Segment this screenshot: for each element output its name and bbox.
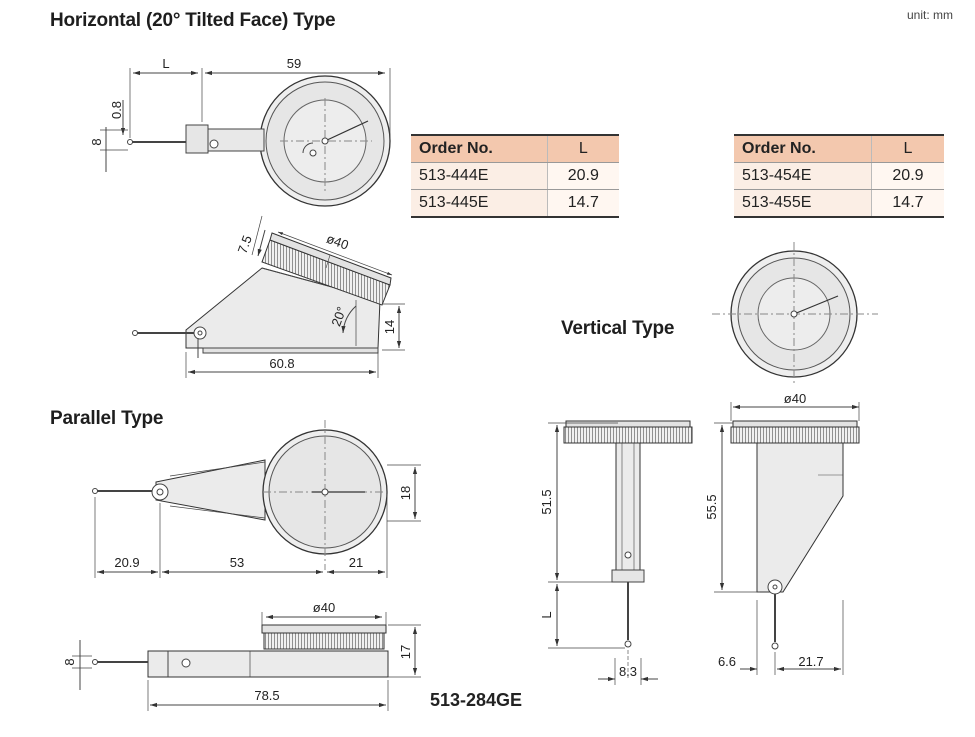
table-cell-l: 14.7	[871, 189, 944, 218]
dim-label-60-8: 60.8	[269, 356, 294, 371]
table-header-l: L	[547, 134, 619, 163]
table-cell-order-no: 513-444E	[411, 162, 548, 190]
dim-label-78-5: 78.5	[254, 688, 279, 703]
dim-label-17: 17	[398, 645, 413, 659]
table-row: 513-455E 14.7	[734, 189, 944, 218]
dim-label-55-5: 55.5	[704, 494, 719, 519]
vertical-side-view	[714, 402, 860, 675]
heading-vertical-type: Vertical Type	[561, 318, 675, 339]
dim-label-53: 53	[230, 555, 244, 570]
vertical-top-view	[712, 242, 878, 386]
table-header-order-no: Order No.	[411, 134, 548, 163]
dim-label-L-horizontal: L	[162, 56, 169, 71]
order-table-left: Order No. L 513-444E 20.9 513-445E 14.7	[411, 134, 619, 218]
dim-label-L-vertical: L	[539, 611, 554, 618]
parallel-side-view	[72, 612, 421, 711]
table-cell-order-no: 513-455E	[734, 189, 872, 218]
dim-label-8-parallel: 8	[62, 658, 77, 665]
unit-label: unit: mm	[906, 8, 953, 22]
order-table-right: Order No. L 513-454E 20.9 513-455E 14.7	[734, 134, 944, 218]
table-cell-l: 20.9	[547, 162, 619, 190]
table-header-l: L	[871, 134, 944, 163]
table-row: 513-445E 14.7	[411, 189, 619, 218]
table-cell-order-no: 513-445E	[411, 189, 548, 218]
dim-label-21-7: 21.7	[798, 654, 823, 669]
model-number: 513-284GE	[430, 690, 523, 710]
heading-horizontal-type: Horizontal (20° Tilted Face) Type	[50, 10, 336, 31]
dim-label-21: 21	[349, 555, 363, 570]
dim-label-dia40-vertical: ø40	[784, 391, 806, 406]
dim-label-0-8: 0.8	[109, 101, 124, 119]
horizontal-top-view	[100, 68, 391, 207]
dim-label-51-5: 51.5	[539, 489, 554, 514]
table-cell-l: 20.9	[871, 162, 944, 190]
horizontal-side-view	[132, 215, 405, 378]
table-cell-l: 14.7	[547, 189, 619, 218]
dim-label-20-9: 20.9	[114, 555, 139, 570]
dim-label-59: 59	[287, 56, 301, 71]
dim-label-14: 14	[382, 320, 397, 334]
table-header-order-no: Order No.	[734, 134, 872, 163]
table-cell-order-no: 513-454E	[734, 162, 872, 190]
dim-label-8-horizontal: 8	[89, 138, 104, 145]
dim-label-20-degree: 20°	[328, 305, 349, 329]
dim-label-18: 18	[398, 486, 413, 500]
heading-parallel-type: Parallel Type	[50, 408, 164, 429]
parallel-top-view	[92, 420, 421, 578]
dim-label-dia40-parallel: ø40	[313, 600, 335, 615]
table-row: 513-444E 20.9	[411, 162, 619, 190]
dim-label-6-6: 6.6	[718, 654, 736, 669]
dim-label-dia40-tilted: ø40	[324, 231, 350, 253]
vertical-front-view	[548, 420, 693, 685]
dim-label-7-5: 7.5	[235, 233, 255, 255]
dim-label-8-3: 8.3	[619, 664, 637, 679]
table-row: 513-454E 20.9	[734, 162, 944, 190]
